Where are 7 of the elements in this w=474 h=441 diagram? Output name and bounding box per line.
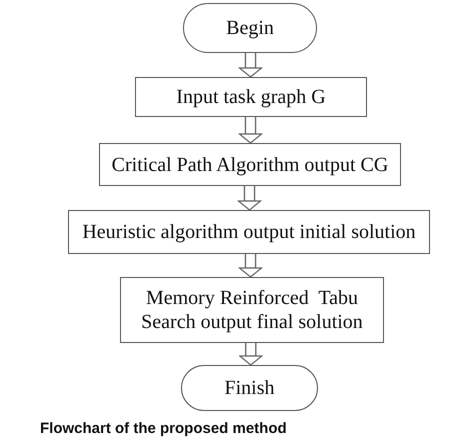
process-box: Heuristic algorithm output initial solution	[68, 210, 430, 254]
figure-caption: Flowchart of the proposed method	[40, 420, 287, 437]
process-box: Critical Path Algorithm output CG	[99, 143, 401, 186]
terminal-box: Begin	[183, 3, 317, 53]
terminal-box: Finish	[181, 365, 318, 411]
process-box: Input task graph G	[135, 77, 367, 117]
process-box: Memory Reinforced Tabu Search output final solution	[120, 277, 384, 343]
